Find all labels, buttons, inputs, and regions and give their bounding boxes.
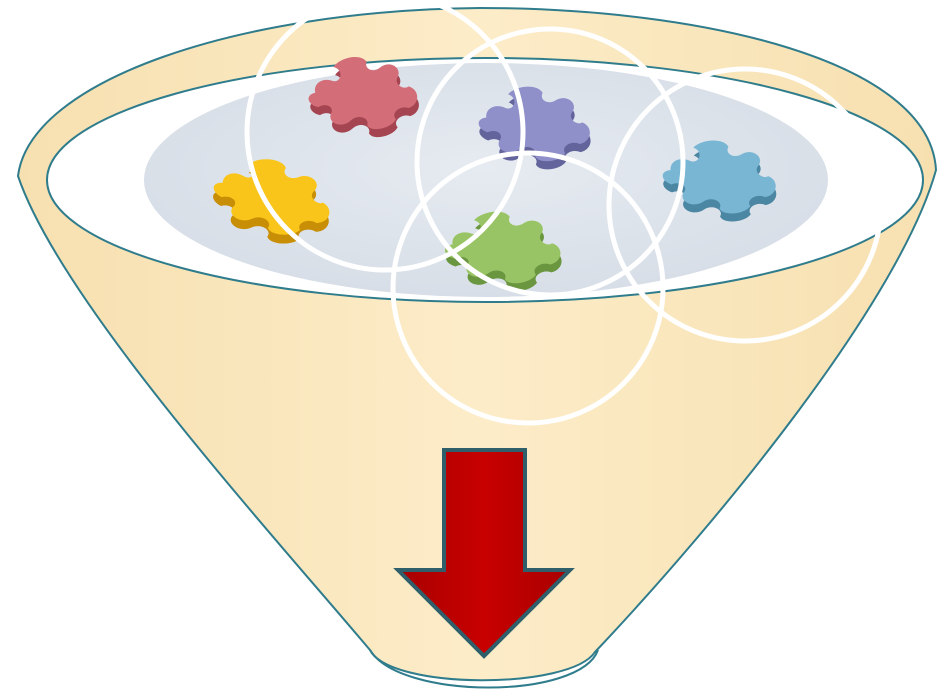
circle-right [606, 66, 884, 344]
circle-top-middle [414, 26, 686, 298]
circle-top-left [244, 0, 526, 273]
down-arrow [393, 448, 575, 659]
overlap-circles [244, 0, 884, 426]
circle-bottom-middle [390, 150, 666, 426]
funnel-spout [369, 649, 599, 689]
